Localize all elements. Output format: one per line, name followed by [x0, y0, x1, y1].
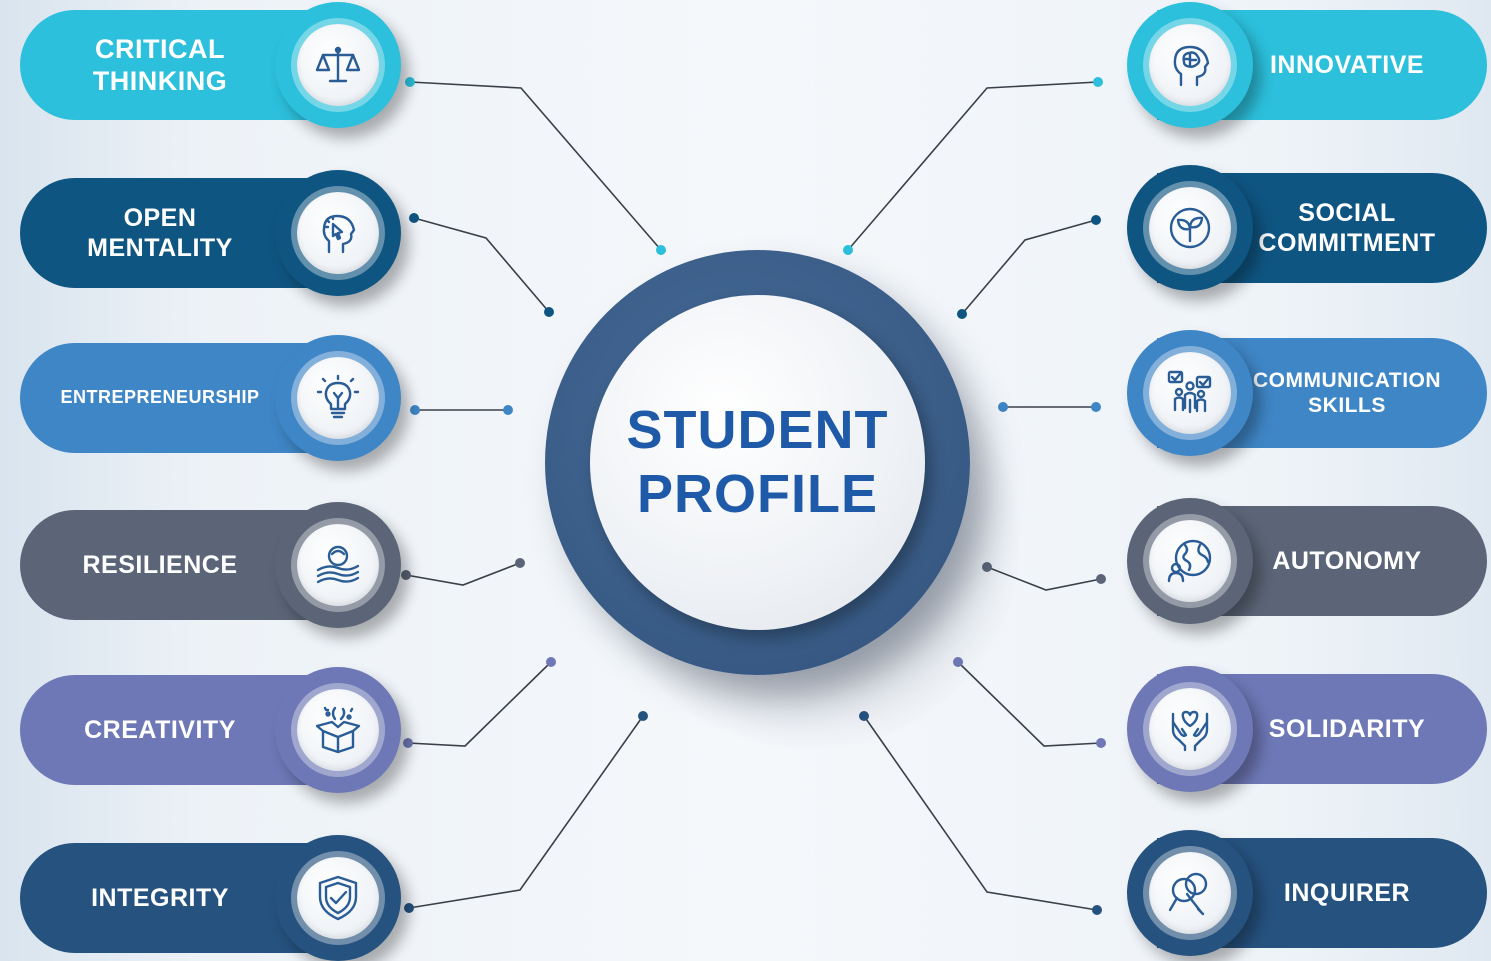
- node-badge: [1127, 165, 1253, 291]
- node-inquirer: INQUIRER: [1127, 830, 1487, 956]
- balance-scale-icon: [297, 24, 379, 106]
- node-badge: [1127, 666, 1253, 792]
- connector-left-3-start-dot: [410, 405, 420, 415]
- ball-on-waves-icon: [297, 524, 379, 606]
- connector-right-4-end-dot: [982, 562, 992, 572]
- connector-right-6-end-dot: [859, 711, 869, 721]
- connector-left-5-line: [407, 661, 552, 747]
- node-entrepreneurship: ENTREPRENEURSHIP: [20, 335, 405, 461]
- connector-right-1-start-dot: [1093, 77, 1103, 87]
- node-badge: [1127, 830, 1253, 956]
- connector-left-4-line: [405, 562, 521, 586]
- connector-right-2-line: [961, 219, 1097, 315]
- lightbulb-icon: [297, 357, 379, 439]
- people-chat-icon: [1149, 352, 1231, 434]
- shield-check-icon: [297, 857, 379, 939]
- connector-right-2-start-dot: [1091, 215, 1101, 225]
- node-innovative: INNOVATIVE: [1127, 2, 1487, 128]
- connector-right-4-start-dot: [1096, 574, 1106, 584]
- node-badge: [275, 335, 401, 461]
- connector-right-3-start-dot: [1091, 402, 1101, 412]
- connector-left-6-start-dot: [404, 903, 414, 913]
- node-badge: [275, 170, 401, 296]
- node-autonomy: AUTONOMY: [1127, 498, 1487, 624]
- magnifier-icon: [1149, 852, 1231, 934]
- connector-left-5-start-dot: [403, 738, 413, 748]
- head-cursor-icon: [297, 192, 379, 274]
- node-badge: [275, 502, 401, 628]
- connector-right-5-end-dot: [953, 657, 963, 667]
- connector-left-3-end-dot: [503, 405, 513, 415]
- connector-left-5-end-dot: [546, 657, 556, 667]
- brain-head-icon: [1149, 24, 1231, 106]
- node-open-mentality: OPEN MENTALITY: [20, 170, 405, 296]
- node-communication-skills: COMMUNICATION SKILLS: [1127, 330, 1487, 456]
- node-badge: [275, 835, 401, 961]
- hands-heart-icon: [1149, 688, 1231, 770]
- node-social-commitment: SOCIAL COMMITMENT: [1127, 165, 1487, 291]
- connector-left-4-end-dot: [515, 558, 525, 568]
- connector-left-2-start-dot: [409, 213, 419, 223]
- node-creativity: CREATIVITY: [20, 667, 405, 793]
- node-integrity: INTEGRITY: [20, 835, 405, 961]
- connector-left-2-line: [413, 217, 550, 313]
- connector-right-1-end-dot: [843, 245, 853, 255]
- connector-right-5-line: [957, 661, 1102, 747]
- open-box-icon: [297, 689, 379, 771]
- node-badge: [275, 2, 401, 128]
- connector-left-1-start-dot: [405, 77, 415, 87]
- node-solidarity: SOLIDARITY: [1127, 666, 1487, 792]
- node-badge: [275, 667, 401, 793]
- connector-left-6-line: [408, 715, 644, 909]
- node-badge: [1127, 2, 1253, 128]
- connector-right-4-line: [986, 566, 1102, 591]
- connector-left-6-end-dot: [638, 711, 648, 721]
- node-critical-thinking: CRITICAL THINKING: [20, 2, 405, 128]
- connector-left-4-start-dot: [401, 570, 411, 580]
- connector-right-5-start-dot: [1096, 738, 1106, 748]
- sprout-icon: [1149, 187, 1231, 269]
- connector-right-3-end-dot: [998, 402, 1008, 412]
- globe-person-icon: [1149, 520, 1231, 602]
- connector-right-6-line: [863, 715, 1098, 911]
- hub-center: STUDENT PROFILE: [590, 295, 925, 630]
- node-resilience: RESILIENCE: [20, 502, 405, 628]
- node-badge: [1127, 498, 1253, 624]
- connector-right-6-start-dot: [1092, 905, 1102, 915]
- hub-title: STUDENT PROFILE: [626, 399, 889, 524]
- connector-right-2-end-dot: [957, 309, 967, 319]
- node-badge: [1127, 330, 1253, 456]
- connector-left-2-end-dot: [544, 307, 554, 317]
- connector-right-1-line: [847, 81, 1099, 251]
- connector-left-1-line: [409, 81, 662, 251]
- connector-left-1-end-dot: [656, 245, 666, 255]
